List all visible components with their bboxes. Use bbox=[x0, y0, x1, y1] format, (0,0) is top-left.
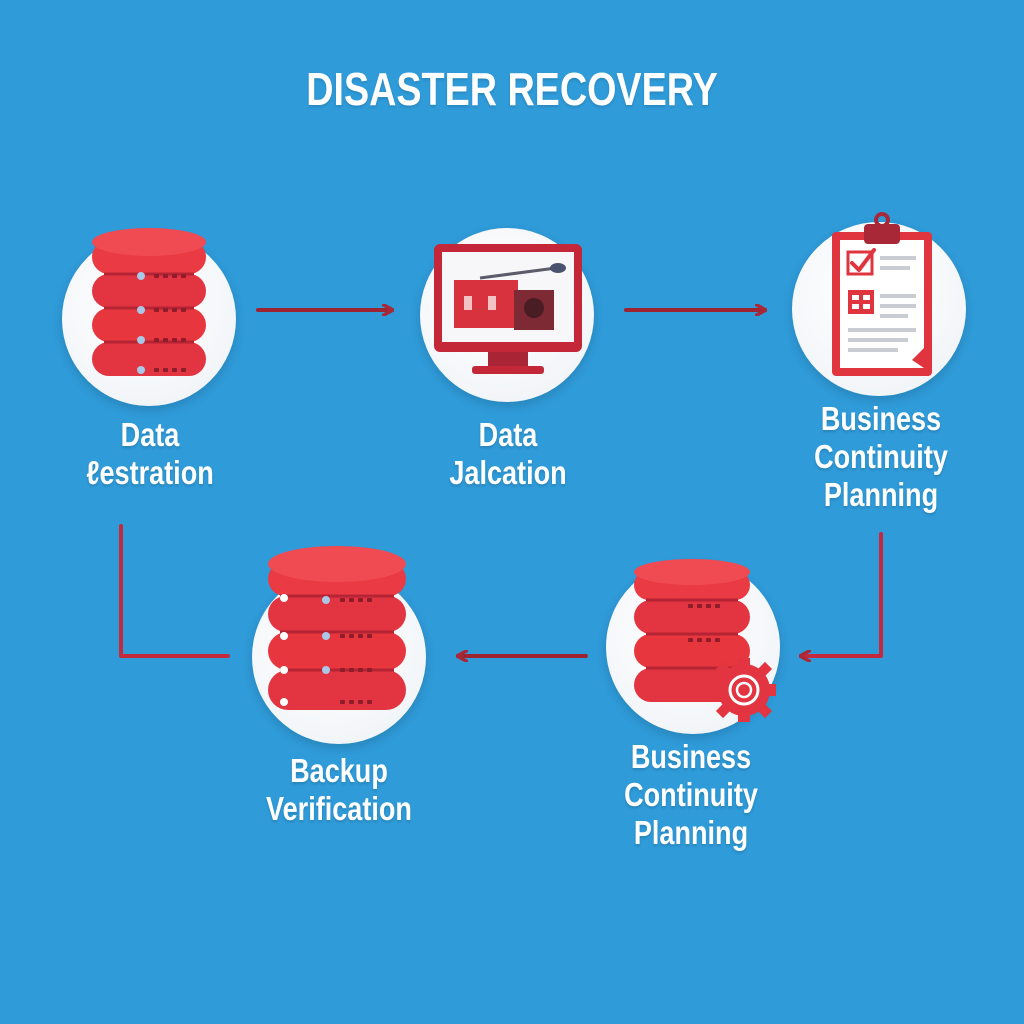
database-icon bbox=[92, 228, 206, 376]
connector-5-to-1 bbox=[119, 524, 230, 658]
node-2-label: Data Jalcation bbox=[449, 416, 567, 491]
database-icon bbox=[268, 546, 406, 710]
arrow-3-to-4 bbox=[799, 532, 883, 656]
clipboard-checklist-icon bbox=[832, 212, 932, 376]
database-gear-icon bbox=[634, 559, 776, 722]
monitor-icon bbox=[434, 244, 582, 374]
diagram-title: DISASTER RECOVERY bbox=[306, 63, 718, 115]
node-5-label: Backup Verification bbox=[266, 752, 412, 827]
gear-icon bbox=[712, 658, 776, 722]
node-4-label: Business Continuity Planning bbox=[624, 738, 758, 851]
node-1-label: Data ℓestration bbox=[86, 416, 214, 491]
node-3-label: Business Continuity Planning bbox=[814, 400, 948, 513]
